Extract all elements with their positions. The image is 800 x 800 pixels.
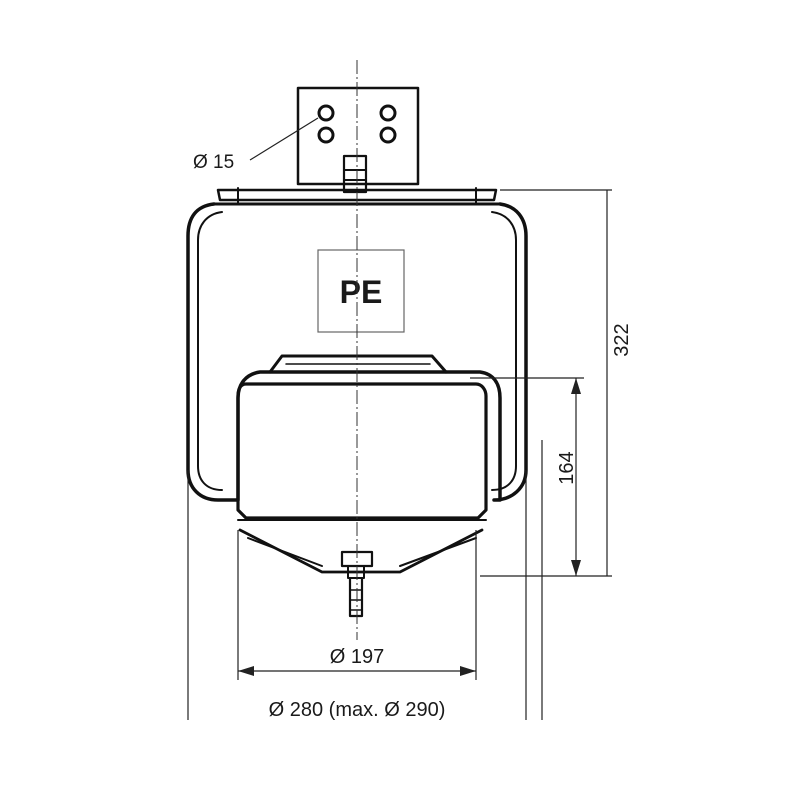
piston-diameter-label: Ø 197 <box>330 646 384 668</box>
dimension-total-height: 322 <box>480 189 633 577</box>
dimension-bolt-hole: Ø 15 <box>193 117 319 173</box>
bolt-hole <box>317 104 335 122</box>
bolt-holes <box>317 104 397 144</box>
logo-text: PE <box>340 274 383 310</box>
dimension-piston-height: 164 <box>470 377 584 576</box>
piston-height-label: 164 <box>556 451 578 484</box>
manufacturer-logo: PE <box>317 249 405 333</box>
bolt-hole <box>317 126 335 144</box>
bolt-hole-label: Ø 15 <box>193 152 234 173</box>
piston <box>236 354 488 574</box>
bolt-hole <box>379 126 397 144</box>
air-fitting <box>342 154 368 194</box>
top-mounting-bracket <box>296 86 420 194</box>
bolt-hole <box>379 104 397 122</box>
bracket-plate <box>296 86 420 186</box>
dimension-piston-diameter: Ø 197 <box>238 646 476 676</box>
bellow-diameter-label: Ø 280 (max. Ø 290) <box>269 699 446 721</box>
dimension-bellow-diameter: Ø 280 (max. Ø 290) <box>269 699 446 721</box>
total-height-label: 322 <box>611 323 633 356</box>
